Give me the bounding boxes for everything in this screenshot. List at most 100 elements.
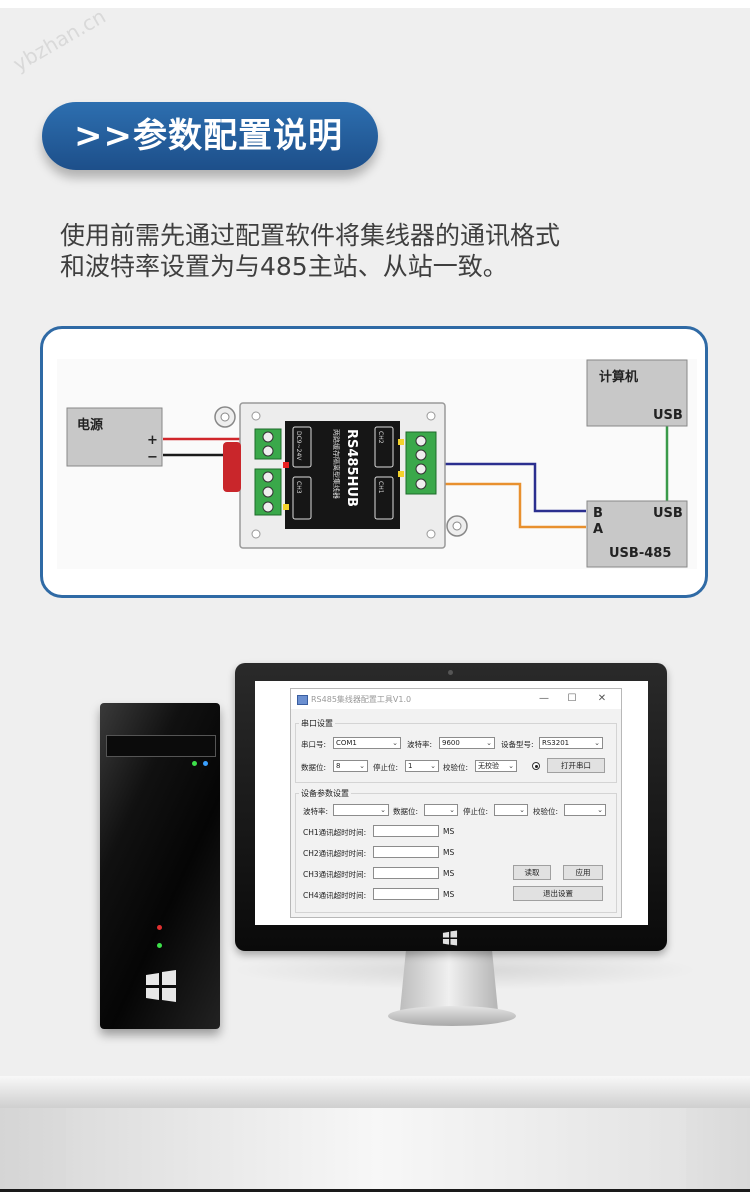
converter-label: USB-485	[609, 546, 671, 561]
minimize-button[interactable]: —	[539, 693, 549, 704]
wire-orange	[443, 482, 586, 529]
stopbits-value: 1	[408, 762, 413, 770]
ch3-timeout-input[interactable]	[373, 867, 439, 879]
chevron-down-icon: ⌄	[359, 762, 365, 770]
ch1-timeout-label: CH1通讯超时时间:	[303, 828, 367, 837]
device-databits-select[interactable]: ⌄	[424, 804, 458, 816]
plus-label: +	[147, 433, 158, 448]
bottom-border	[0, 1189, 750, 1192]
port-status-radio[interactable]	[532, 762, 540, 770]
device-baud-select[interactable]: ⌄	[333, 804, 389, 816]
intro-line-1: 使用前需先通过配置软件将集线器的通讯格式	[60, 221, 561, 250]
config-app-window: RS485集线器配置工具V1.0 — ☐ ✕ 串口设置 串口号: COM1⌄ 波…	[290, 688, 622, 918]
device-parity-select[interactable]: ⌄	[564, 804, 606, 816]
chevron-down-icon: ⌄	[449, 806, 455, 814]
databits-label: 数据位:	[301, 763, 327, 772]
computer-label: 计算机	[599, 369, 638, 385]
open-port-button[interactable]: 打开串口	[547, 758, 605, 773]
device-group-label: 设备参数设置	[299, 788, 351, 799]
watermark: ybzhan.cn	[8, 3, 110, 77]
window-title: RS485集线器配置工具V1.0	[311, 695, 412, 704]
baud-select[interactable]: 9600 ⌄	[439, 737, 495, 749]
ch3-timeout-unit: MS	[443, 869, 455, 878]
section-title: >>参数配置说明	[42, 102, 378, 170]
device-parity-label: 校验位:	[533, 807, 559, 816]
status-led	[157, 943, 162, 948]
ch4-timeout-label: CH4通讯超时时间:	[303, 891, 367, 900]
ch2-label: CH2	[377, 431, 384, 444]
port-select[interactable]: COM1⌄	[333, 737, 401, 749]
pc-tower	[100, 703, 220, 1029]
chevron-down-icon: ⌄	[486, 739, 492, 747]
serial-settings-group	[295, 723, 617, 783]
chevron-down-icon: ⌄	[519, 806, 525, 814]
converter-b-label: B	[593, 506, 603, 521]
parity-label: 校验位:	[443, 763, 469, 772]
minus-label: −	[147, 450, 158, 465]
chevron-down-icon: ⌄	[594, 739, 600, 747]
device-settings-group	[295, 793, 617, 913]
wiring-diagram-panel: 电源 + − RS485HUB 两路缓存隔离型集线器 DC9~24V CH3 C…	[40, 326, 708, 598]
databits-select[interactable]: 8⌄	[333, 760, 368, 772]
monitor-base	[388, 1006, 516, 1026]
desk-panel	[66, 1108, 686, 1189]
chevron-down-icon: ⌄	[508, 762, 514, 770]
converter-box	[586, 500, 688, 568]
parity-value: 无校验	[478, 762, 499, 770]
converter-a-label: A	[593, 522, 603, 537]
model-label: 设备型号:	[501, 740, 534, 749]
power-led	[192, 761, 197, 766]
hub-name: RS485HUB	[344, 429, 359, 507]
dc-label: DC9~24V	[295, 431, 302, 461]
ch4-timeout-input[interactable]	[373, 888, 439, 900]
maximize-button[interactable]: ☐	[567, 693, 577, 704]
power-label: 电源	[77, 417, 103, 433]
computer-usb-label: USB	[653, 408, 683, 423]
intro-text: 使用前需先通过配置软件将集线器的通讯格式 和波特率设置为与485主站、从站一致。	[60, 220, 720, 282]
device-stopbits-select[interactable]: ⌄	[494, 804, 528, 816]
monitor-stand	[400, 951, 498, 1011]
ch1-label: CH1	[377, 481, 384, 494]
activity-led	[203, 761, 208, 766]
app-icon	[297, 695, 308, 705]
ch2-timeout-input[interactable]	[373, 846, 439, 858]
model-select[interactable]: RS3201 ⌄	[539, 737, 603, 749]
wiring-diagram: 电源 + − RS485HUB 两路缓存隔离型集线器 DC9~24V CH3 C…	[57, 359, 697, 569]
webcam-icon	[448, 670, 453, 675]
windows-logo-icon	[146, 970, 176, 1002]
device-databits-label: 数据位:	[393, 807, 419, 816]
windows-logo-icon	[442, 930, 458, 946]
chevron-down-icon: ⌄	[380, 806, 386, 814]
hub-label-plate	[285, 421, 400, 529]
ch3-timeout-label: CH3通讯超时时间:	[303, 870, 367, 879]
baud-label: 波特率:	[407, 740, 433, 749]
hub-subtitle: 两路缓存隔离型集线器	[332, 429, 341, 499]
stopbits-select[interactable]: 1⌄	[405, 760, 439, 772]
read-button[interactable]: 读取	[513, 865, 551, 880]
model-value: RS3201	[542, 739, 570, 747]
optical-drive	[106, 735, 216, 757]
chevron-down-icon: ⌄	[430, 762, 436, 770]
serial-group-label: 串口设置	[299, 718, 335, 729]
chevron-down-icon: ⌄	[597, 806, 603, 814]
device-baud-label: 波特率:	[303, 807, 329, 816]
port-label: 串口号:	[301, 740, 327, 749]
computer-box	[586, 359, 688, 427]
apply-button[interactable]: 应用	[563, 865, 603, 880]
parity-select[interactable]: 无校验 ⌄	[475, 760, 517, 772]
ch3-label: CH3	[295, 481, 302, 494]
databits-value: 8	[336, 762, 341, 770]
hdd-led	[157, 925, 162, 930]
device-stopbits-label: 停止位:	[463, 807, 489, 816]
stopbits-label: 停止位:	[373, 763, 399, 772]
ch1-timeout-input[interactable]	[373, 825, 439, 837]
wire-blue	[443, 462, 586, 513]
close-button[interactable]: ✕	[597, 693, 607, 704]
exit-settings-button[interactable]: 退出设置	[513, 886, 603, 901]
ch2-timeout-label: CH2通讯超时时间:	[303, 849, 367, 858]
ch1-timeout-unit: MS	[443, 827, 455, 836]
rail-clip	[223, 442, 241, 492]
baud-value: 9600	[442, 739, 460, 747]
desk-top	[0, 1076, 750, 1108]
top-border	[0, 0, 750, 8]
